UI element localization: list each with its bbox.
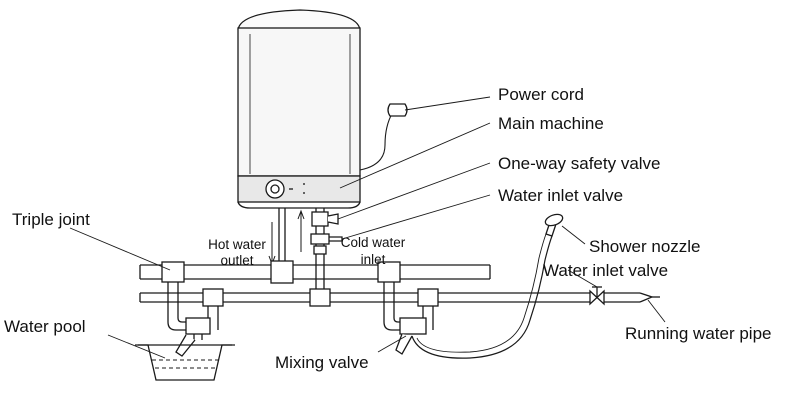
- leader-power-cord: [404, 96, 491, 111]
- power-cord: [359, 111, 394, 171]
- leader-water-pool: [107, 334, 166, 359]
- main-machine-tank: [237, 9, 361, 209]
- leader-one-way-valve: [337, 162, 491, 220]
- cold-inlet-valve: [310, 233, 330, 245]
- running-pipe-inlet-valve: [589, 286, 605, 306]
- label-water-pool: Water pool: [4, 317, 86, 336]
- label-mixing-valve: Mixing valve: [275, 353, 369, 372]
- label-running-water-pipe: Running water pipe: [625, 324, 772, 343]
- shower-hose: [411, 235, 553, 359]
- label-water-inlet-valve-right: Water inlet valve: [543, 261, 669, 280]
- triple-joint-right: [377, 261, 401, 283]
- leader-water-inlet-valve-right: [567, 269, 598, 288]
- shower-nozzle-icon: [544, 213, 564, 237]
- label-water-inlet-valve-top: Water inlet valve: [498, 186, 624, 205]
- leader-triple-joint: [69, 227, 171, 271]
- leader-water-inlet-valve: [341, 194, 491, 240]
- leader-running-water-pipe: [647, 299, 666, 323]
- leader-mixing-valve: [377, 335, 407, 353]
- label-cold-water-inlet-line1: Cold water: [340, 235, 406, 250]
- one-way-safety-valve: [311, 211, 329, 227]
- label-shower-nozzle: Shower nozzle: [589, 237, 701, 256]
- right-mixing-valve: [383, 292, 434, 355]
- leader-main-machine: [339, 122, 491, 189]
- label-hot-water-outlet-line1: Hot water: [208, 237, 266, 252]
- label-one-way-safety-valve: One-way safety valve: [498, 154, 661, 173]
- triple-joint-left: [161, 261, 185, 283]
- water-pool: [135, 344, 235, 381]
- label-triple-joint: Triple joint: [12, 210, 90, 229]
- leader-shower-nozzle: [561, 225, 586, 245]
- label-power-cord: Power cord: [498, 85, 584, 104]
- shower-hose-inner: [416, 233, 547, 353]
- label-main-machine: Main machine: [498, 114, 604, 133]
- control-knob-icon: [265, 179, 285, 199]
- label-hot-water-outlet-line2: outlet: [220, 253, 254, 268]
- power-plug-icon: [387, 103, 408, 117]
- label-cold-water-inlet-line2: inlet: [360, 252, 386, 267]
- hot-water-main-pipe: [139, 264, 491, 280]
